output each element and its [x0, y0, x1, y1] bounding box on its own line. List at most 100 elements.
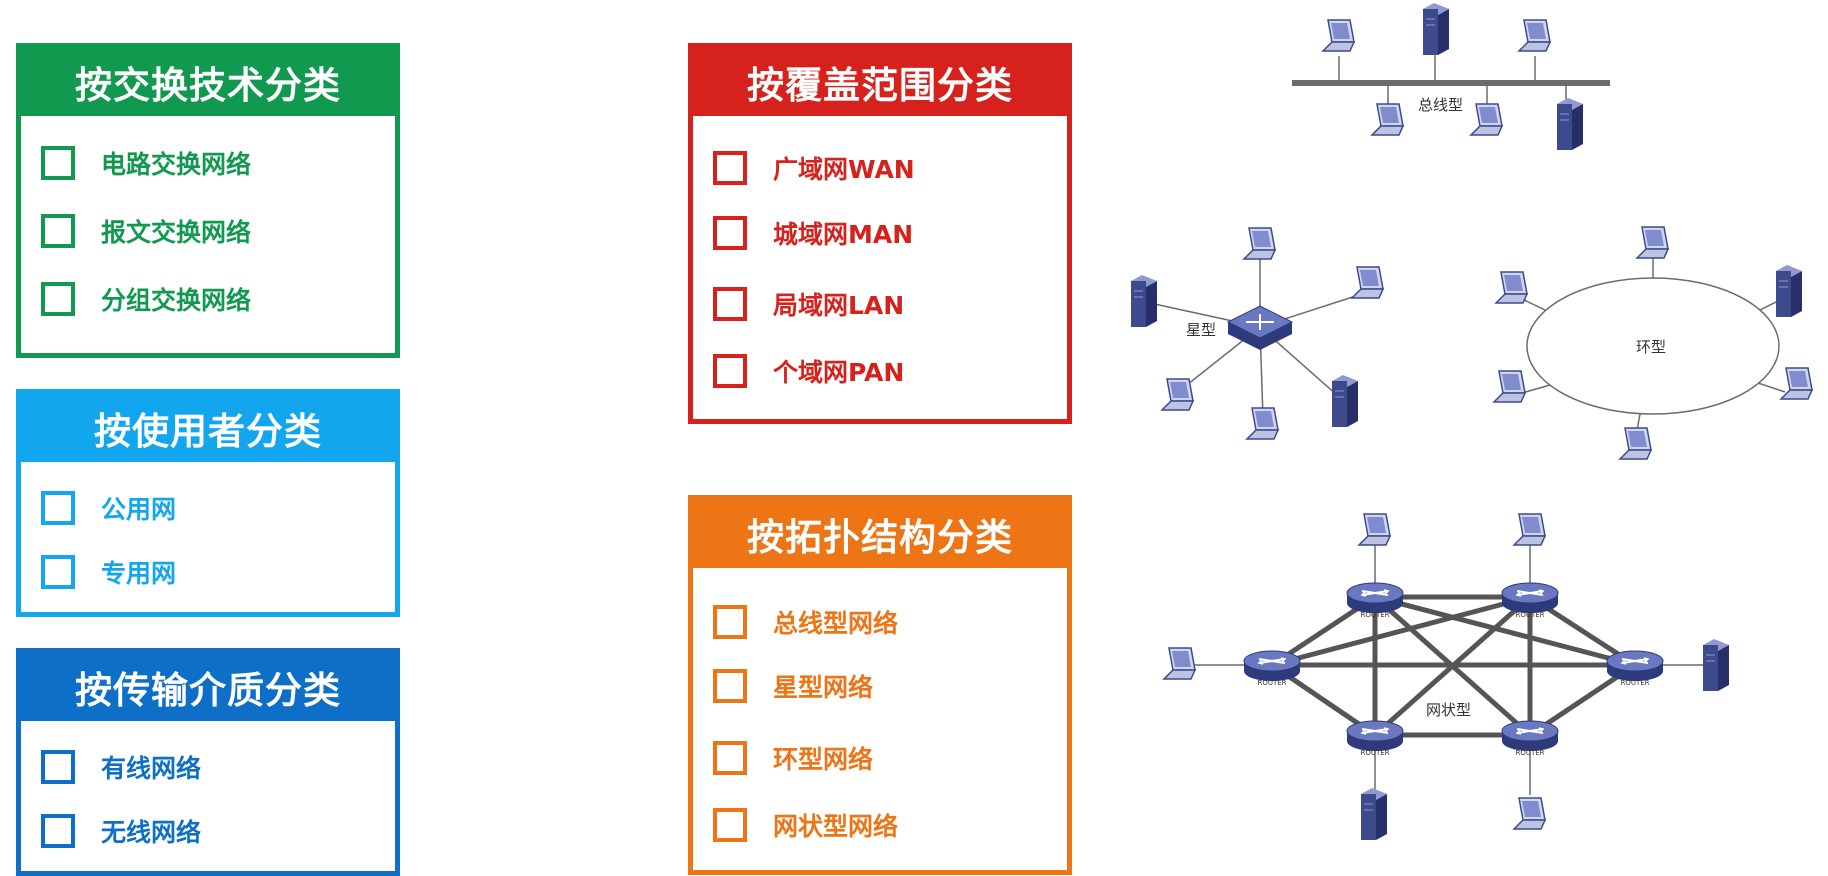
laptop-icon [1246, 407, 1279, 440]
list-item-label: 总线型网络 [773, 609, 899, 638]
laptop-icon [1619, 427, 1652, 460]
list-item-label: 有线网络 [101, 754, 202, 783]
laptop-icon [1470, 103, 1503, 136]
server-icon [1130, 274, 1158, 328]
list-item-label: 城域网MAN [773, 220, 914, 249]
list-item[interactable]: 电路交换网络 [41, 145, 251, 181]
coverage-category-title: 按覆盖范围分类 [693, 48, 1067, 116]
list-item[interactable]: 专用网 [41, 554, 176, 590]
router-icon [1346, 582, 1404, 614]
user-category-box: 按使用者分类 公用网 专用网 [16, 389, 400, 617]
checkbox[interactable] [713, 216, 747, 250]
server-icon [1702, 638, 1730, 692]
list-item-label: 分组交换网络 [101, 286, 252, 315]
router-label: ROUTER [1515, 611, 1544, 619]
router-label: ROUTER [1360, 611, 1389, 619]
checkbox[interactable] [41, 750, 75, 784]
list-item[interactable]: 局域网LAN [713, 286, 904, 322]
laptop-icon [1163, 647, 1196, 680]
checkbox[interactable] [713, 151, 747, 185]
router-icon [1346, 720, 1404, 752]
bus-topology: 总线型 [1292, 2, 1610, 151]
mesh-topology: ROUTER ROUTER ROUTER ROUTER ROUTER ROUTE… [1163, 513, 1730, 841]
router-label: ROUTER [1360, 749, 1389, 757]
checkbox[interactable] [41, 146, 75, 180]
list-item-label: 专用网 [101, 559, 177, 588]
medium-category-title: 按传输介质分类 [21, 653, 395, 721]
router-icon [1243, 650, 1301, 682]
star-label: 星型 [1186, 321, 1216, 339]
star-topology: 星型 [1130, 227, 1384, 440]
laptop-icon [1636, 226, 1669, 259]
laptop-icon [1780, 367, 1813, 400]
list-item[interactable]: 星型网络 [713, 668, 873, 704]
ring-label: 环型 [1636, 338, 1666, 356]
laptop-icon [1161, 378, 1194, 411]
mesh-label: 网状型 [1426, 701, 1471, 719]
list-item-label: 星型网络 [773, 673, 874, 702]
list-item-label: 网状型网络 [773, 812, 899, 841]
list-item[interactable]: 无线网络 [41, 813, 201, 849]
list-item-label: 广域网WAN [773, 155, 915, 184]
list-item[interactable]: 网状型网络 [713, 807, 898, 843]
laptop-icon [1371, 103, 1404, 136]
server-icon [1422, 2, 1450, 56]
laptop-icon [1351, 266, 1384, 299]
checkbox[interactable] [713, 605, 747, 639]
checkbox[interactable] [41, 555, 75, 589]
list-item[interactable]: 公用网 [41, 490, 176, 526]
checkbox[interactable] [713, 287, 747, 321]
coverage-category-box: 按覆盖范围分类 广域网WAN 城域网MAN 局域网LAN 个域网PAN [688, 43, 1072, 424]
list-item[interactable]: 分组交换网络 [41, 281, 251, 317]
checkbox[interactable] [713, 669, 747, 703]
list-item[interactable]: 报文交换网络 [41, 213, 251, 249]
topology-diagram: 总线型 星型 [1130, 2, 1813, 841]
router-label: ROUTER [1257, 679, 1286, 687]
switching-category-title: 按交换技术分类 [21, 48, 395, 116]
list-item-label: 报文交换网络 [101, 218, 252, 247]
switching-category-box: 按交换技术分类 电路交换网络 报文交换网络 分组交换网络 [16, 43, 400, 358]
laptop-icon [1518, 19, 1551, 52]
checkbox[interactable] [41, 282, 75, 316]
list-item-label: 无线网络 [101, 818, 202, 847]
router-icon [1606, 650, 1664, 682]
laptop-icon [1513, 797, 1546, 830]
bus-label: 总线型 [1418, 96, 1463, 114]
checkbox[interactable] [41, 214, 75, 248]
router-icon [1501, 582, 1559, 614]
checkbox[interactable] [41, 814, 75, 848]
list-item[interactable]: 广域网WAN [713, 150, 915, 186]
user-category-title: 按使用者分类 [21, 394, 395, 462]
ring-topology: 环型 [1493, 226, 1813, 460]
list-item[interactable]: 总线型网络 [713, 604, 898, 640]
laptop-icon [1243, 227, 1276, 260]
list-item-label: 局域网LAN [773, 291, 905, 320]
server-icon [1556, 97, 1584, 151]
laptop-icon [1322, 19, 1355, 52]
list-item[interactable]: 环型网络 [713, 740, 873, 776]
router-icon [1501, 720, 1559, 752]
checkbox[interactable] [713, 354, 747, 388]
server-icon [1331, 374, 1359, 428]
list-item[interactable]: 城域网MAN [713, 215, 913, 251]
checkbox[interactable] [41, 491, 75, 525]
laptop-icon [1513, 513, 1546, 546]
topology-category-title: 按拓扑结构分类 [693, 500, 1067, 568]
router-label: ROUTER [1620, 679, 1649, 687]
router-label: ROUTER [1515, 749, 1544, 757]
switch-icon [1226, 305, 1294, 350]
server-icon [1360, 787, 1388, 841]
list-item-label: 电路交换网络 [101, 150, 252, 179]
list-item-label: 个域网PAN [773, 358, 905, 387]
list-item[interactable]: 个域网PAN [713, 353, 904, 389]
list-item[interactable]: 有线网络 [41, 749, 201, 785]
laptop-icon [1358, 513, 1391, 546]
laptop-icon [1493, 370, 1526, 403]
topology-category-box: 按拓扑结构分类 总线型网络 星型网络 环型网络 网状型网络 [688, 495, 1072, 875]
server-icon [1775, 264, 1803, 318]
list-item-label: 环型网络 [773, 745, 874, 774]
medium-category-box: 按传输介质分类 有线网络 无线网络 [16, 648, 400, 876]
checkbox[interactable] [713, 741, 747, 775]
laptop-icon [1495, 271, 1528, 304]
checkbox[interactable] [713, 808, 747, 842]
